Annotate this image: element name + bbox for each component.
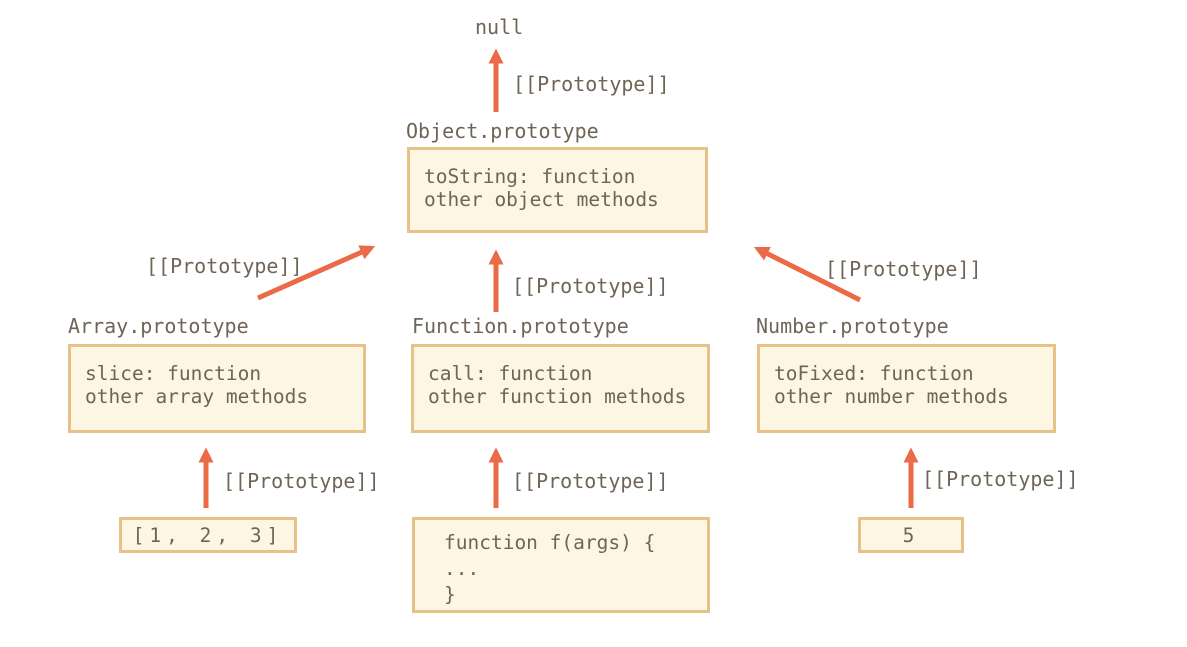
number-prototype-title: Number.prototype xyxy=(756,314,949,338)
prototype-edge-label-functionvalue-function: [[Prototype]] xyxy=(512,469,669,493)
function-value-line-3: } xyxy=(444,583,456,606)
function-value-box: function f(args) { ... } xyxy=(412,517,710,613)
function-prototype-title: Function.prototype xyxy=(412,314,629,338)
object-prototype-title: Object.prototype xyxy=(406,119,599,143)
prototype-edge-label-arrayvalue-array: [[Prototype]] xyxy=(223,469,380,493)
array-prototype-title: Array.prototype xyxy=(68,314,249,338)
number-prototype-methods-line: other number methods xyxy=(774,385,1009,408)
prototype-edge-label-object-null: [[Prototype]] xyxy=(513,72,670,96)
function-prototype-method-line: call: function xyxy=(428,362,593,385)
number-prototype-method-line: toFixed: function xyxy=(774,362,974,385)
function-prototype-methods-line: other function methods xyxy=(428,385,687,408)
number-value-label: 5 xyxy=(902,523,920,547)
array-prototype-box: slice: function other array methods xyxy=(68,344,366,433)
number-prototype-box: toFixed: function other number methods xyxy=(757,344,1056,433)
number-value-box: 5 xyxy=(858,517,964,553)
function-value-line-1: function f(args) { xyxy=(444,531,656,554)
function-prototype-box: call: function other function methods xyxy=(411,344,710,433)
null-node-label: null xyxy=(475,15,524,39)
object-prototype-box: toString: function other object methods xyxy=(407,147,708,233)
array-value-label: [1, 2, 3] xyxy=(132,523,284,547)
object-prototype-method-line: toString: function xyxy=(424,165,636,188)
array-value-box: [1, 2, 3] xyxy=(119,517,297,553)
prototype-edge-label-function-object: [[Prototype]] xyxy=(512,274,669,298)
array-prototype-methods-line: other array methods xyxy=(85,385,309,408)
object-prototype-methods-line: other object methods xyxy=(424,188,659,211)
prototype-edge-label-array-object: [[Prototype]] xyxy=(146,254,303,278)
array-prototype-method-line: slice: function xyxy=(85,362,262,385)
prototype-edge-label-numbervalue-number: [[Prototype]] xyxy=(922,467,1079,491)
function-value-line-2: ... xyxy=(444,557,480,580)
prototype-edge-label-number-object: [[Prototype]] xyxy=(825,257,982,281)
